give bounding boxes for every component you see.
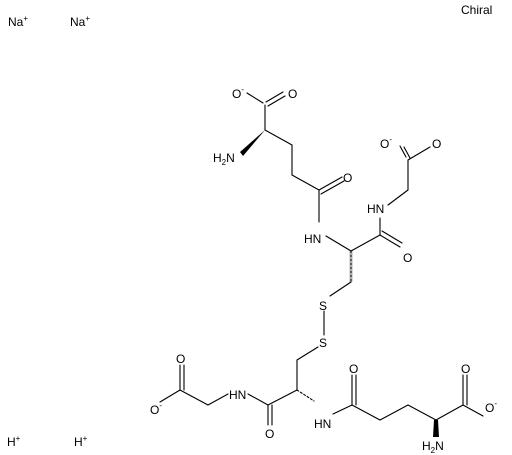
atom-o-top-amide: O <box>343 171 352 185</box>
bonds-bottom-cysteinyl-glycine <box>159 359 315 426</box>
atom-o-gly-bottom: O <box>176 352 185 366</box>
bonds-disulfide <box>296 281 352 361</box>
atom-o-top-carboxylate: O <box>288 87 297 101</box>
atom-o-gly-bottom-neg: O- <box>150 401 162 417</box>
atom-n-bottom-amino: H2N <box>422 439 444 455</box>
atom-sulfur-2: S <box>319 336 327 350</box>
atom-o-bottom-carboxylate: O <box>461 362 470 376</box>
bonds-bottom-glutamyl <box>332 374 484 437</box>
atom-o-cys-bottom: O <box>265 427 274 441</box>
hydrogen-ion-1: H+ <box>7 434 21 449</box>
bonds-top-glutamyl <box>240 91 345 223</box>
atom-o-gly-top: O <box>432 137 441 151</box>
sodium-ion-2: Na+ <box>70 14 90 29</box>
bonds-top-cysteinyl-glycine <box>325 145 431 283</box>
sodium-ion-1: Na+ <box>8 14 28 29</box>
atom-n-bottom-amide: HN <box>314 417 331 431</box>
atom-o-bottom-amide: O <box>349 362 358 376</box>
atom-o-cys-top: O <box>403 251 412 265</box>
atom-n-top-amide: HN <box>304 232 321 246</box>
atom-n-gly-top: HN <box>367 202 384 216</box>
atom-n-top-amino: H2N <box>213 151 235 167</box>
atom-o-gly-top-neg: O- <box>380 135 392 151</box>
atom-n-gly-bottom: HN <box>229 388 246 402</box>
atom-o-bottom-carboxylate-neg: O- <box>485 399 497 415</box>
atom-o-top-carboxylate-neg: O- <box>232 85 244 101</box>
chiral-flag: Chiral <box>461 3 492 17</box>
hydrogen-ion-2: H+ <box>74 434 88 449</box>
atom-sulfur-1: S <box>319 299 327 313</box>
